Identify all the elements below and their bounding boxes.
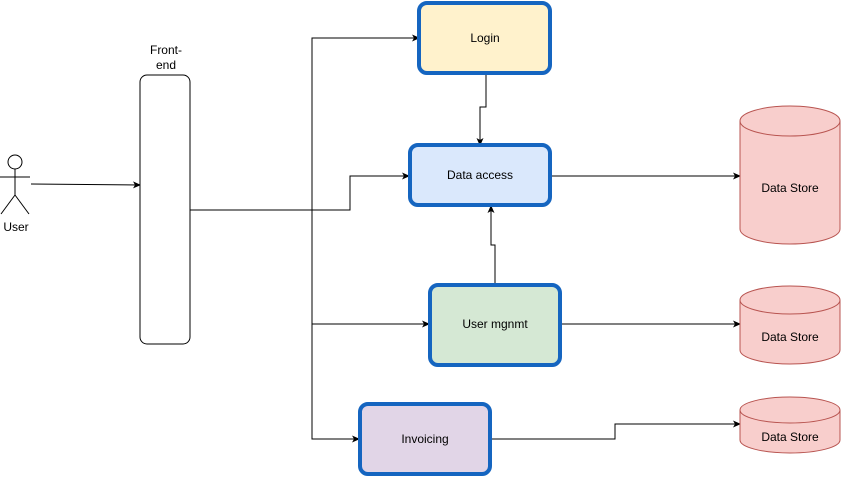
user-mgmt-label: User mgnmt <box>462 317 528 331</box>
connector-login-to-data-access <box>476 73 487 146</box>
connector-trunk-to-invoicing <box>311 324 360 443</box>
data-store-1-top <box>739 105 841 137</box>
user-mgmt-box <box>428 283 562 367</box>
connector-frontend-to-data-access <box>190 172 410 211</box>
connector-invoicing-to-store-3 <box>491 420 741 440</box>
user-actor-right-leg <box>14 194 30 215</box>
data-store-1[interactable]: Data Store <box>739 105 841 245</box>
data-store-2[interactable]: Data Store <box>739 285 841 365</box>
data-store-1-label: Data Store <box>761 181 819 195</box>
data-access-box <box>408 143 552 207</box>
data-store-2-cylinder-icon <box>739 300 841 365</box>
user-actor-label: User <box>3 220 28 234</box>
connector-user-mgmt-to-data-access <box>487 205 496 285</box>
invoicing-box <box>358 402 492 476</box>
connector-trunk-to-login <box>311 34 420 210</box>
user-mgmt-service[interactable]: User mgnmt <box>428 283 562 367</box>
data-access-label: Data access <box>447 168 513 182</box>
data-access-service[interactable]: Data access <box>408 143 552 207</box>
frontend-label-line-2: end <box>156 58 176 72</box>
data-store-2-label: Data Store <box>761 330 819 344</box>
login-service[interactable]: Login <box>417 1 552 75</box>
connectors <box>30 34 741 443</box>
login-box <box>417 1 552 75</box>
frontend-label-line-1: Front- <box>150 43 182 57</box>
data-store-2-top <box>739 285 841 315</box>
data-store-3-top <box>739 396 841 424</box>
frontend-box <box>139 74 191 345</box>
data-store-3-label: Data Store <box>761 430 819 444</box>
connector-user-to-frontend <box>30 181 141 189</box>
user-actor[interactable]: User <box>0 154 30 234</box>
connector-trunk-to-user-mgmt <box>311 210 430 328</box>
invoicing-service[interactable]: Invoicing <box>358 402 492 476</box>
frontend-node[interactable]: Front- end <box>139 43 191 345</box>
invoicing-label: Invoicing <box>401 432 448 446</box>
user-actor-left-leg <box>0 194 16 215</box>
login-label: Login <box>470 31 499 45</box>
user-actor-head-icon <box>7 154 23 170</box>
data-store-3[interactable]: Data Store <box>739 396 841 454</box>
data-store-1-cylinder-icon <box>739 121 841 245</box>
